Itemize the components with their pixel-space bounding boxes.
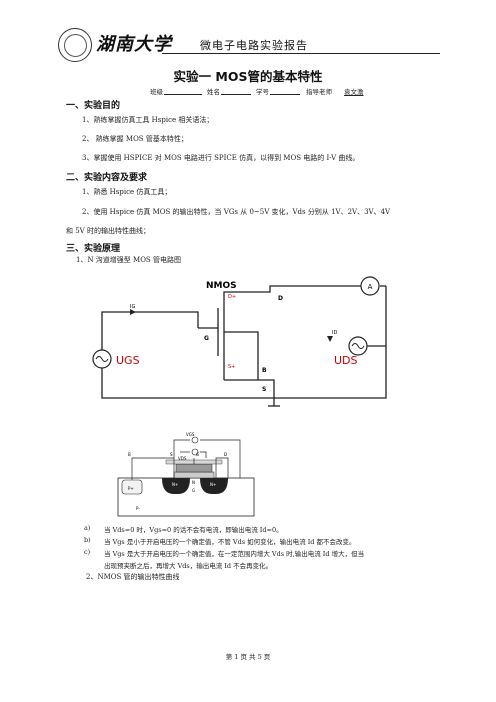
- note-a-mark: a): [84, 524, 91, 532]
- id-label: ID: [332, 330, 337, 336]
- teacher-label: 指导老师: [306, 88, 332, 96]
- channel-label: N: [192, 480, 195, 485]
- s1-item-1: 1、熟练掌握仿真工具 Hspice 相关语法；: [82, 116, 214, 124]
- teacher-name: 袁文澹: [344, 88, 364, 96]
- s-plus-label: S+: [228, 364, 235, 370]
- p-substrate-label: P-: [136, 506, 140, 511]
- note-a-text: 当 Vds=0 时，Vgs=0 的话不会有电流，即输出电流 Id=0。: [104, 526, 283, 534]
- cs-source-label: S: [170, 452, 173, 457]
- n-plus-left-label: N+: [172, 482, 178, 487]
- vgs-label: VGS: [186, 432, 195, 437]
- uds-label: UDS: [334, 354, 358, 367]
- note-c-text: 当 Vgs 是大于开启电压的一个确定值，在一定范围内增大 Vds 时,输出电流 …: [104, 550, 365, 558]
- vds-label: VDS: [178, 456, 187, 461]
- page-footer: 第 1 页 共 5 页: [225, 653, 271, 661]
- name-label: 姓名: [207, 88, 220, 96]
- drain-label: D: [278, 295, 283, 302]
- section-3-heading: 三、实验原理: [66, 244, 121, 254]
- note-c-mark: c): [84, 548, 91, 556]
- ugs-label: UGS: [116, 354, 140, 367]
- section-2-heading: 二、实验内容及要求: [66, 173, 148, 183]
- note-b-mark: b): [84, 536, 91, 544]
- gate-bottom-label: G: [192, 488, 195, 493]
- note-b-text: 当 Vgs 是小于开启电压的一个确定值，不管 Vds 如何变化，输出电流 Id …: [104, 538, 356, 546]
- cs-drain-label: D: [224, 452, 227, 457]
- body-label: B: [262, 367, 267, 374]
- class-label: 班级: [150, 88, 163, 96]
- student-id-blank: [270, 94, 300, 95]
- section-1-heading: 一、实验目的: [66, 101, 121, 111]
- gate-label: G: [204, 335, 209, 342]
- ig-label: IG: [130, 304, 135, 310]
- cs-body-label: B: [128, 452, 131, 457]
- nmos-label: NMOS: [206, 281, 237, 291]
- s3-sub-2: 2、NMOS 管的输出特性曲线: [86, 573, 180, 581]
- university-logo-text: 湖南大学: [96, 34, 172, 55]
- note-c-continued: 出现预夹断之后，再增大 Vds，输出电流 Id 不会再变化。: [104, 562, 273, 570]
- name-blank: [221, 94, 251, 95]
- university-seal-icon: [58, 28, 92, 62]
- header-rule: [162, 53, 440, 54]
- s1-item-2: 2、 熟练掌握 MOS 管基本特性；: [82, 135, 188, 143]
- s2-item-1: 1、熟悉 Hspice 仿真工具；: [82, 188, 172, 196]
- student-id-label: 学号: [256, 88, 269, 96]
- s1-item-3: 3、掌握使用 HSPICE 对 MOS 电路进行 SPICE 仿真，以得到 MO…: [82, 154, 360, 162]
- page-title: 实验一 MOS管的基本特性: [173, 69, 323, 84]
- s2-item-3: 和 5V 时的输出特性曲线；: [66, 227, 150, 235]
- d-plus-label: D+: [228, 294, 236, 300]
- cs-gate-label: G: [196, 452, 199, 457]
- nmos-circuit-diagram: A NMOS D+ D G B S S+ IG ID UGS UDS: [92, 276, 387, 407]
- p-plus-label: P+: [128, 486, 134, 491]
- source-label: S: [262, 386, 266, 393]
- ammeter-label: A: [368, 283, 373, 291]
- n-plus-right-label: N+: [210, 482, 216, 487]
- nmos-cross-section-diagram: VGS VDS B S G D P+ N+ N+ N G P-: [117, 432, 255, 517]
- class-blank: [164, 94, 202, 95]
- s3-sub-1: 1、N 沟道增强型 MOS 管电路图: [76, 256, 181, 264]
- s2-item-2: 2、使用 Hspice 仿真 MOS 的输出特性，当 VGs 从 0~5V 变化…: [82, 208, 391, 216]
- report-header-title: 微电子电路实验报告: [200, 39, 308, 52]
